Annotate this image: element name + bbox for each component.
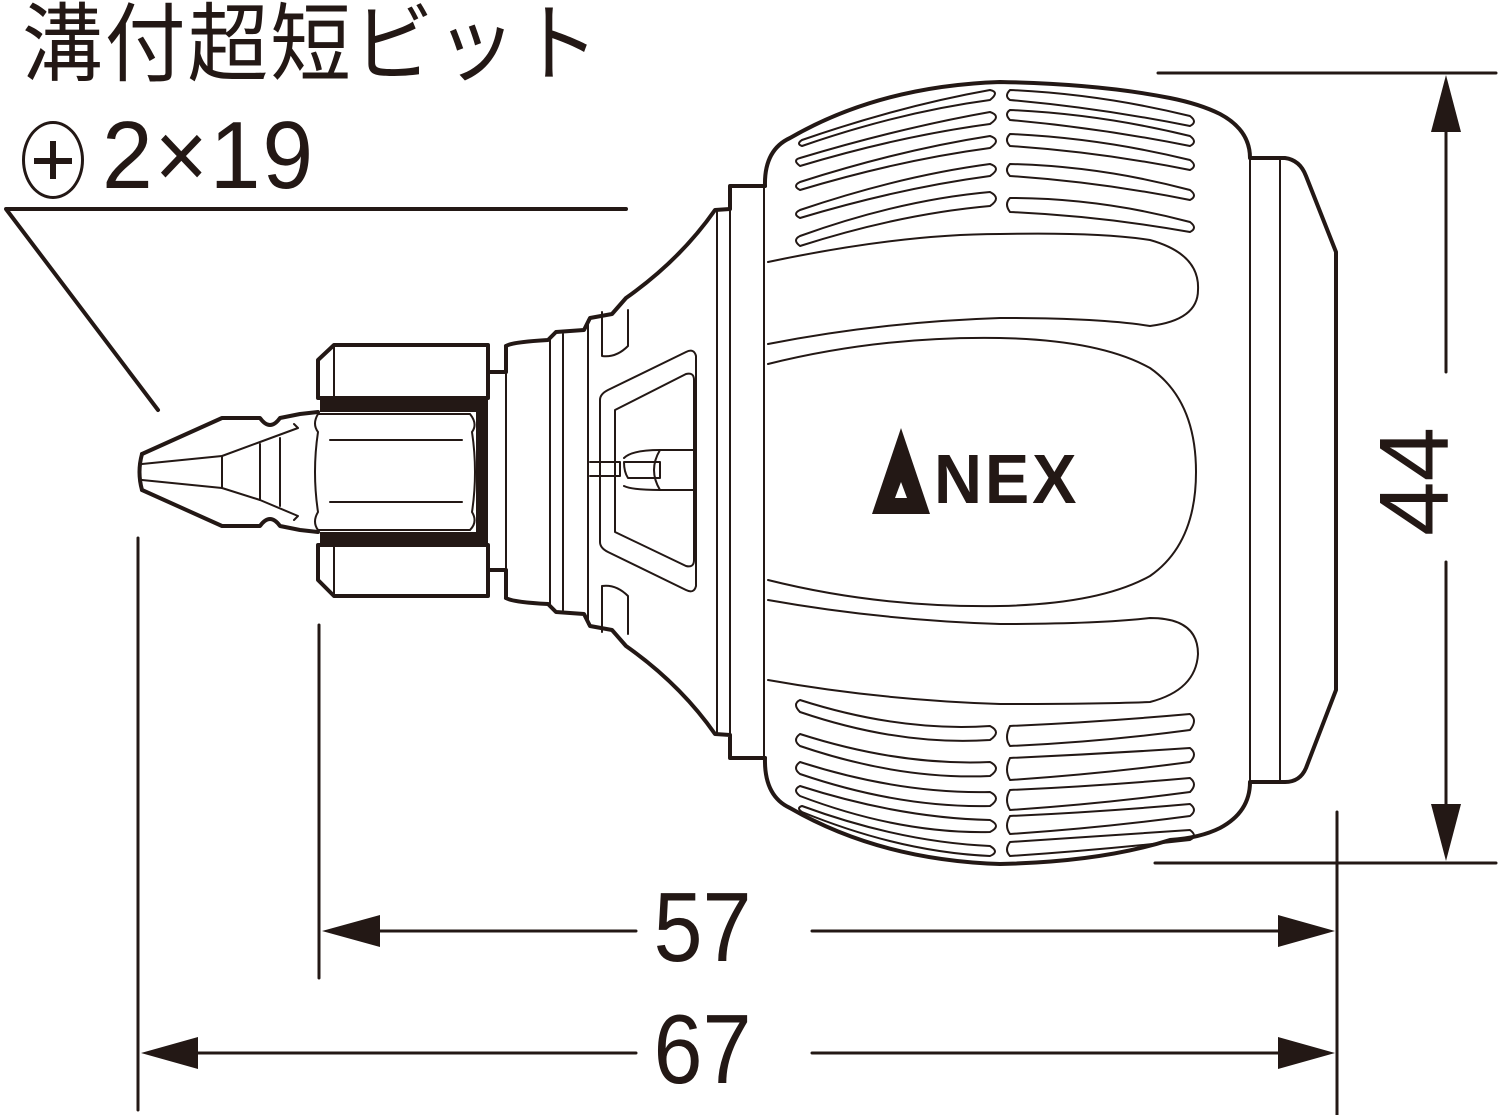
ratchet-collar [504,184,767,760]
grip-slots-top [795,89,1195,247]
dimension-57-label: 57 [646,878,759,976]
grip-bands [767,232,1200,705]
dimension-67-line [141,1037,1335,1069]
brand-logo: NEX [872,428,1087,514]
extension-lines [136,71,1498,1115]
bit-title: 溝付超短ビット [22,0,602,95]
dimension-44-label: 44 [1359,426,1470,537]
handle-body [762,80,1338,866]
grip-slots-bottom [795,699,1195,857]
dimension-57-line [322,915,1335,947]
logo-a-triangle-icon [872,428,930,514]
bit-spec-line: 2×19 [22,108,326,204]
phillips-plus-icon [22,121,84,199]
leader-line [4,207,628,412]
bit-spec: 2×19 [102,102,316,209]
bit-hex-shank [314,413,476,531]
dimension-44-line [1431,75,1461,861]
bit-tip [137,410,320,534]
bit-socket [316,343,508,600]
dimension-44-box: 44 [1359,385,1486,550]
dimension-67-label: 67 [646,1000,759,1098]
